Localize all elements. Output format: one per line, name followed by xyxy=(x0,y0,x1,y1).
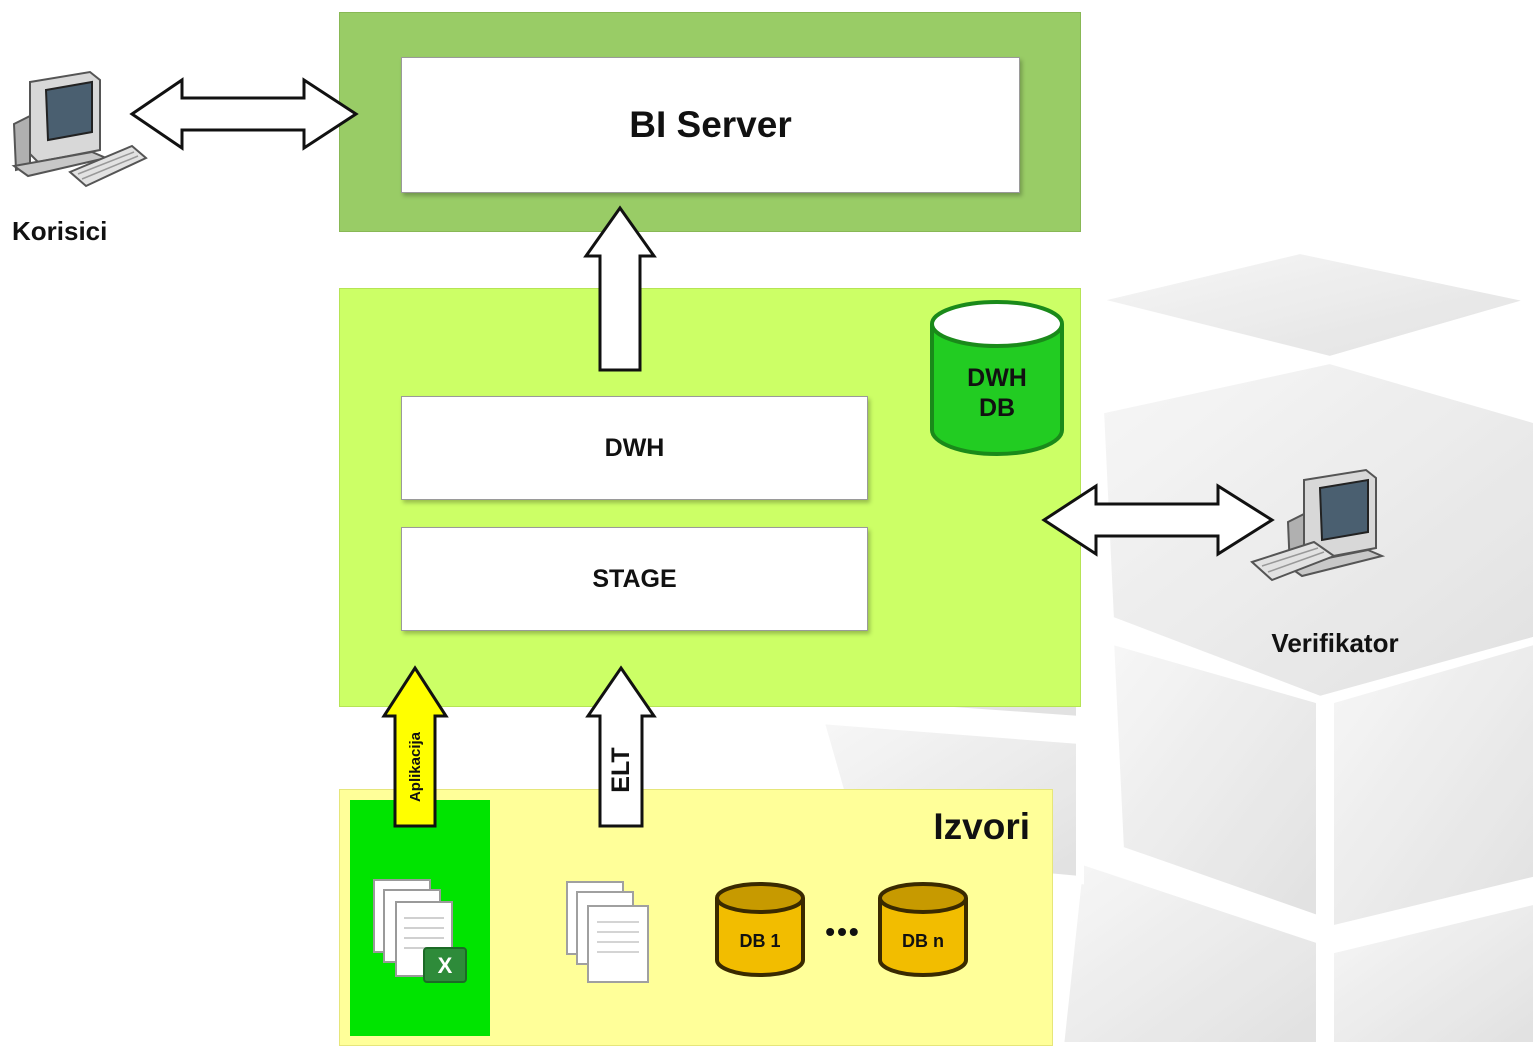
db-1-database-icon[interactable] xyxy=(713,880,807,980)
users-computer-icon[interactable] xyxy=(8,66,148,194)
db-ellipsis: ••• xyxy=(825,916,861,947)
bi-server-label: BI Server xyxy=(629,104,792,145)
documents-icon[interactable] xyxy=(561,876,656,988)
sources-title: Izvori xyxy=(933,806,1030,847)
dwh-verifier-double-arrow-icon xyxy=(1041,483,1275,557)
users-label: Korisici xyxy=(12,216,108,246)
dwh-label: DWH xyxy=(604,433,665,462)
aplikacija-label: Aplikacija xyxy=(407,731,424,803)
elt-up-arrow-icon xyxy=(585,665,657,828)
db-n-database-icon[interactable] xyxy=(876,880,970,980)
elt-label: ELT xyxy=(607,747,635,793)
db-n-label: DB n xyxy=(902,931,944,951)
dwh-db-database-icon[interactable] xyxy=(928,298,1066,460)
dwh-db-label-line1: DWH xyxy=(967,364,1027,392)
db-1-label: DB 1 xyxy=(739,931,781,951)
svg-text:X: X xyxy=(438,953,453,978)
users-bi-double-arrow-icon xyxy=(129,77,359,151)
bi-server-box[interactable]: BI Server xyxy=(401,57,1020,193)
excel-documents-icon[interactable]: X xyxy=(368,876,473,986)
excel-icon xyxy=(423,947,467,983)
aplikacija-up-arrow-icon xyxy=(381,665,449,828)
verifier-label: Verifikator xyxy=(1271,628,1399,658)
verifier-computer-icon[interactable] xyxy=(1248,462,1398,602)
up-arrow-to-bi-icon xyxy=(583,205,657,372)
stage-label: STAGE xyxy=(592,564,677,593)
dwh-db-label-line2: DB xyxy=(978,394,1016,422)
stage-box[interactable]: STAGE xyxy=(401,527,868,631)
dwh-box[interactable]: DWH xyxy=(401,396,868,500)
